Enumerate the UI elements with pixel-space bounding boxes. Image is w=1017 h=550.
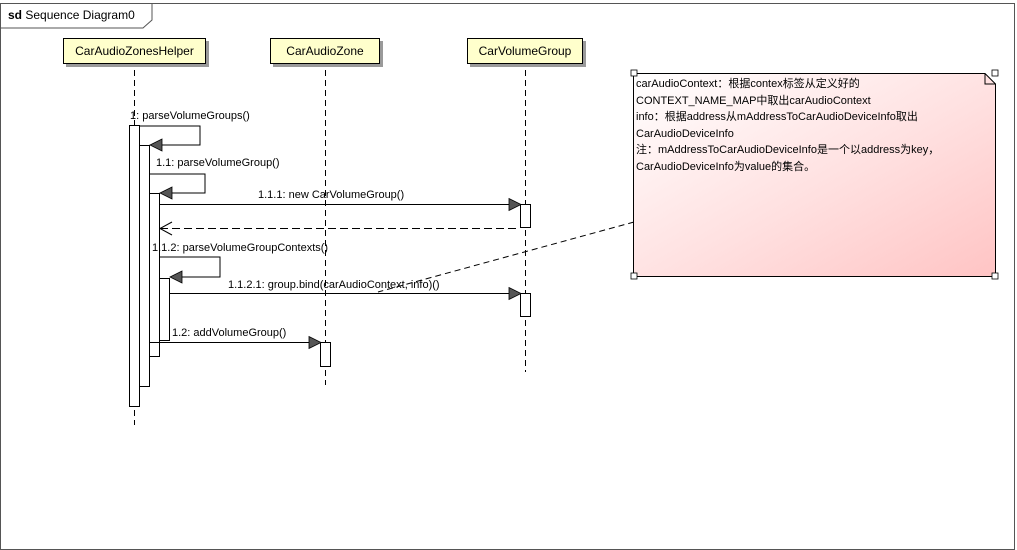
activation-volume-group-1 [520,204,531,228]
arrowhead-1-1 [159,186,173,200]
lifeline-head-zones-helper[interactable]: CarAudioZonesHelper [63,38,206,64]
arrowhead-1-2 [308,335,322,350]
note-text[interactable]: carAudioContext：根据contex标签从定义好的 CONTEXT_… [636,76,992,175]
activation-zones-helper-3 [149,193,160,357]
message-label-1-2[interactable]: 1.2: addVolumeGroup() [172,327,287,339]
note-line: CONTEXT_NAME_MAP中取出carAudioContext [636,94,871,107]
note-handle-tl[interactable] [630,69,638,77]
lifeline-head-volume-group[interactable]: CarVolumeGroup [467,38,583,64]
arrowhead-1-1-2-1 [508,286,522,301]
message-arrow-1-1-2 [160,256,221,278]
note-anchor-line [377,221,635,293]
message-label-1-1[interactable]: 1.1: parseVolumeGroup() [156,157,280,169]
lifeline-head-audio-zone[interactable]: CarAudioZone [270,38,380,64]
note-line: 注：mAddressToCarAudioDeviceInfo是一个以addres… [636,144,940,156]
activation-zones-helper-1 [129,125,140,407]
note-handle-tr[interactable] [991,69,999,77]
message-label-1-1-1[interactable]: 1.1.1: new CarVolumeGroup() [258,189,405,201]
message-arrow-1-1 [150,173,206,194]
note-line: CarAudioDeviceInfo为value的集合。 [636,160,816,173]
message-label-1-1-2-1[interactable]: 1.1.2.1: group.bind(carAudioContext, inf… [228,279,440,291]
frame-name: Sequence Diagram0 [25,8,135,22]
message-label-1[interactable]: 1: parseVolumeGroups() [130,110,250,122]
message-label-1-1-2[interactable]: 1.1.2: parseVolumeGroupContexts() [152,242,329,254]
frame-tab [0,3,153,29]
note-line: CarAudioDeviceInfo [636,127,734,140]
note-line: carAudioContext：根据contex标签从定义好的 [636,78,860,90]
note-line: info：根据address从mAddressToCarAudioDeviceI… [636,111,918,123]
note-box [633,73,996,277]
note-fold [984,73,996,85]
arrowhead-1-1-2 [169,270,183,284]
activation-zones-helper-4 [159,278,170,341]
activation-audio-zone [320,342,331,367]
activation-zones-helper-2 [139,145,150,387]
arrowhead-1 [149,138,163,152]
note-handle-br[interactable] [991,272,999,280]
arrowhead-1-1-1 [508,197,522,212]
frame-keyword: sd [8,8,23,22]
note-handle-bl[interactable] [630,272,638,280]
activation-volume-group-2 [520,293,531,317]
return-arrowhead [158,221,173,236]
frame-label: sd Sequence Diagram0 [8,8,135,22]
message-arrow-1 [140,125,201,146]
